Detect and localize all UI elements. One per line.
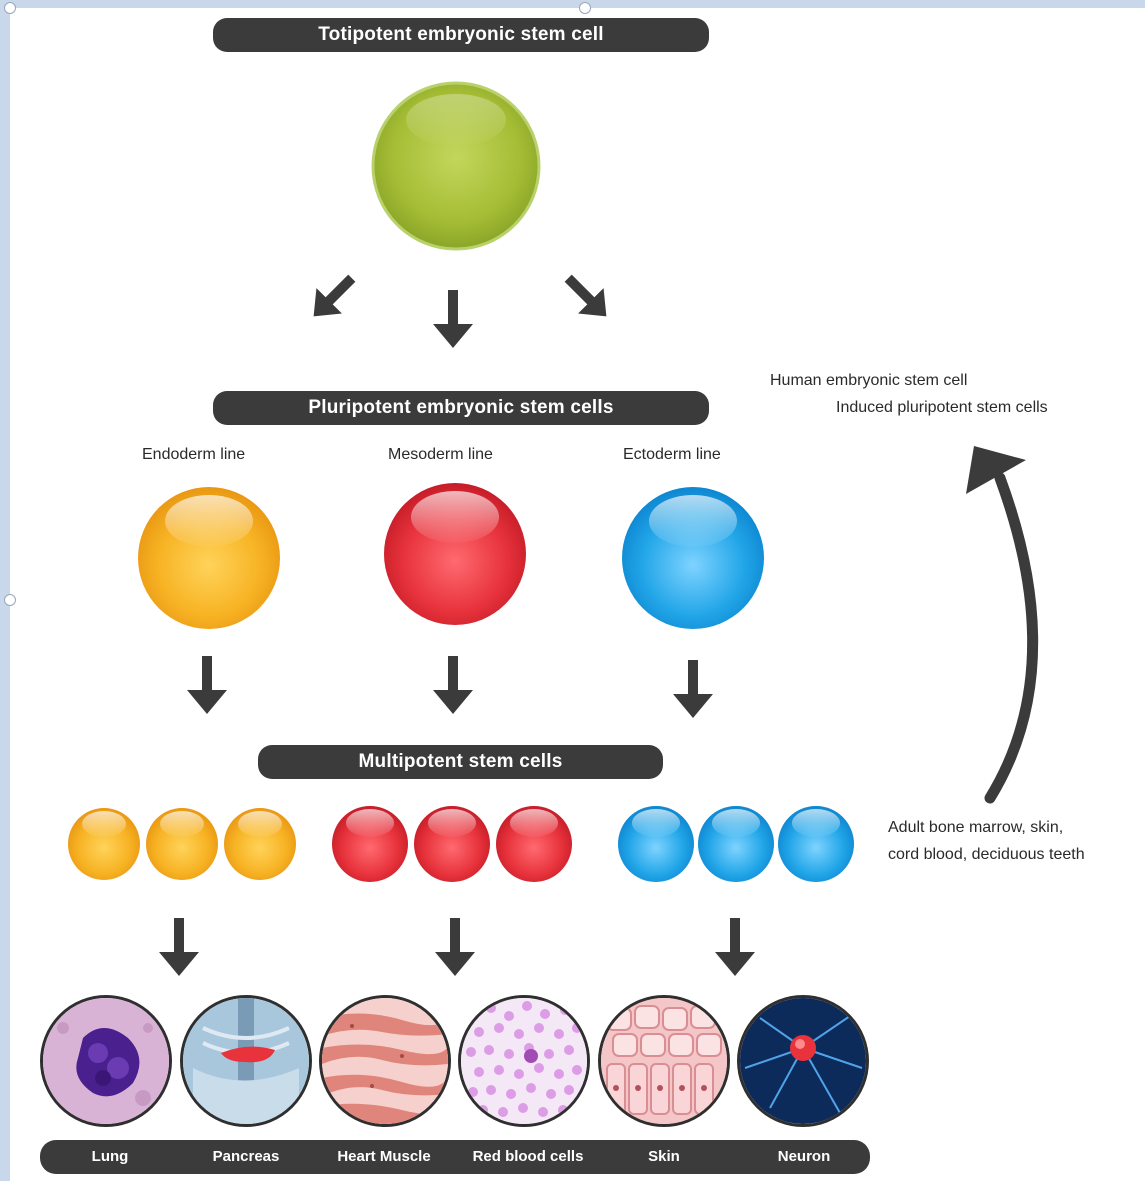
curved-arrow-up-icon [966, 446, 1039, 804]
heart-muscle-tissue-image [319, 995, 451, 1127]
side-note-adult-sources-2: cord blood, deciduous teeth [888, 846, 1085, 863]
endoderm-multipotent-cell [68, 808, 140, 880]
endoderm-multipotent-cell [146, 808, 218, 880]
arrow-down-icon [433, 290, 473, 348]
arrow-down-icon [433, 656, 473, 714]
mesoderm-cell [384, 483, 526, 625]
mesoderm-multipotent-cell [496, 806, 572, 882]
arrow-down-icon [187, 656, 227, 714]
skin-tissue-image [598, 995, 730, 1127]
tissue-label-lung: Lung [91, 1148, 129, 1165]
ectoderm-multipotent-cell [698, 806, 774, 882]
multipotent-header: Multipotent stem cells [258, 745, 663, 779]
totipotent-cell [371, 81, 541, 251]
mesoderm-line-label: Mesoderm line [388, 446, 493, 463]
red-blood-cells-tissue-image [458, 995, 590, 1127]
resize-handle-top[interactable] [579, 2, 591, 14]
endoderm-line-label: Endoderm line [142, 446, 246, 463]
side-note-adult-sources-1: Adult bone marrow, skin, [888, 819, 1064, 836]
endoderm-multipotent-cell [224, 808, 296, 880]
pluripotent-header: Pluripotent embryonic stem cells [213, 391, 709, 425]
endoderm-cell [138, 487, 280, 629]
tissue-label-neuron: Neuron [777, 1148, 831, 1165]
arrow-down-icon [715, 918, 755, 976]
tissue-label-bar [40, 1140, 870, 1174]
resize-handle-left[interactable] [4, 594, 16, 606]
diagram-canvas: Totipotent embryonic stem cell Pluripote… [4, 2, 1145, 1181]
tissue-label-heart-muscle: Heart Muscle [337, 1148, 431, 1165]
arrow-down-icon [673, 660, 713, 718]
resize-handle-corner[interactable] [4, 2, 16, 14]
ectoderm-multipotent-cell [778, 806, 854, 882]
pancreas-tissue-image [180, 995, 312, 1127]
side-note-human-embryonic: Human embryonic stem cell [770, 372, 968, 389]
tissue-label-red-blood-cells: Red blood cells [472, 1148, 584, 1165]
ectoderm-cell [622, 487, 764, 629]
totipotent-header: Totipotent embryonic stem cell [213, 18, 709, 52]
lung-tissue-image [40, 995, 172, 1127]
ectoderm-multipotent-cell [618, 806, 694, 882]
neuron-tissue-image [737, 995, 869, 1127]
ectoderm-line-label: Ectoderm line [623, 446, 721, 463]
arrow-down-left-icon [313, 274, 356, 317]
tissue-label-skin: Skin [648, 1148, 680, 1165]
arrow-down-right-icon [564, 274, 607, 317]
tissue-label-pancreas: Pancreas [212, 1148, 280, 1165]
arrow-down-icon [435, 918, 475, 976]
mesoderm-multipotent-cell [332, 806, 408, 882]
mesoderm-multipotent-cell [414, 806, 490, 882]
side-note-induced-pluripotent: Induced pluripotent stem cells [836, 399, 1048, 416]
arrow-down-icon [159, 918, 199, 976]
